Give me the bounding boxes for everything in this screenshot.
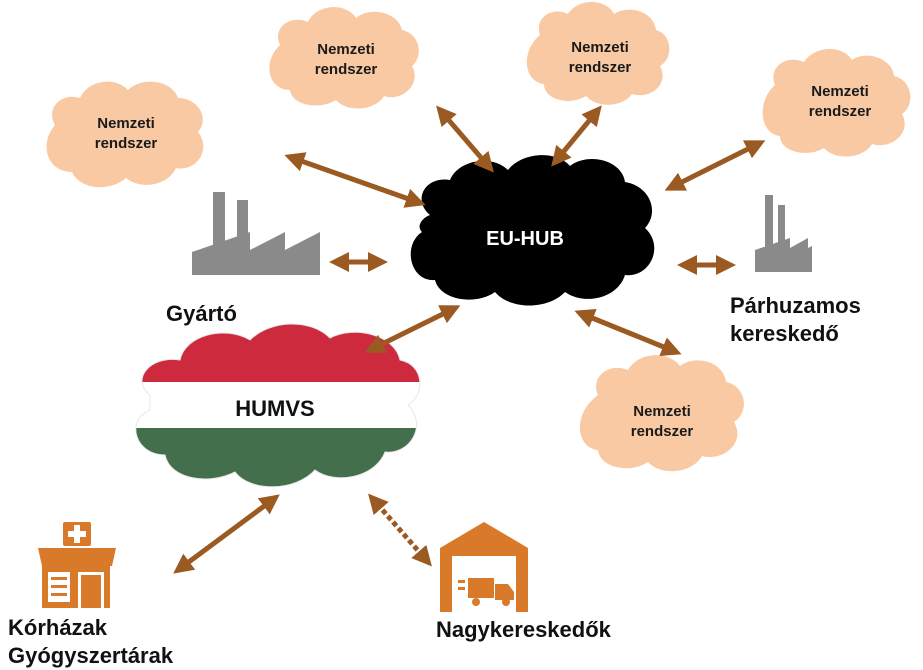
humvs-label: HUMVS (235, 396, 315, 421)
arrow-humvs-wholesalers (368, 493, 432, 567)
manufacturer-label: Gyártó (166, 301, 237, 326)
national-label-left-line2: rendszer (94, 135, 158, 152)
arrow-humvs-hub (364, 305, 461, 353)
warehouse-truck-icon (440, 522, 528, 612)
national-label-top-right-line1: Nemzeti (571, 39, 629, 56)
national-label-left-line1: Nemzeti (97, 115, 155, 132)
national-label-top-right-line2: rendszer (568, 59, 632, 76)
parallel-trader-label: Párhuzamos kereskedő (730, 292, 861, 348)
wholesalers-label: Nagykereskedők (436, 617, 611, 642)
national-label-bottom-right-line1: Nemzeti (633, 403, 691, 420)
pharmacy-icon (38, 522, 116, 608)
national-cloud-bottom-right (579, 355, 744, 472)
national-cloud-top-left (269, 7, 419, 109)
national-cloud-right (762, 48, 911, 157)
hospitals-label-line2: Gyógyszertárak (8, 643, 174, 668)
factory-icon (192, 192, 320, 275)
arrow-humvs-hospitals (173, 494, 280, 574)
arrow-national-right-hub (664, 140, 766, 191)
parallel-trader-label-line1: Párhuzamos (730, 293, 861, 318)
hospitals-label-line1: Kórházak (8, 615, 108, 640)
national-label-top-left-line2: rendszer (314, 61, 378, 78)
national-label-right: Nemzeti rendszer (784, 82, 896, 122)
national-label-left: Nemzeti rendszer (70, 114, 182, 154)
eu-hub-cloud (410, 155, 655, 306)
parallel-trader-label-line2: kereskedő (730, 321, 839, 346)
eu-hub-label: EU-HUB (486, 228, 564, 250)
national-label-right-line2: rendszer (808, 103, 872, 120)
arrows (173, 105, 766, 574)
hospitals-label: Kórházak Gyógyszertárak (8, 614, 173, 670)
national-cloud-top-right (526, 2, 670, 105)
arrow-national-bottomright-hub (574, 309, 682, 356)
national-label-bottom-right-line2: rendszer (630, 423, 694, 440)
national-label-top-left: Nemzeti rendszer (290, 40, 402, 80)
national-label-top-left-line1: Nemzeti (317, 41, 375, 58)
national-cloud-left (46, 81, 204, 188)
arrow-national-left-hub (284, 152, 426, 208)
national-label-top-right: Nemzeti rendszer (544, 38, 656, 78)
arrow-national-topright-hub (551, 105, 602, 167)
factory-small-icon (755, 195, 812, 272)
national-label-bottom-right: Nemzeti rendszer (606, 402, 718, 442)
national-label-right-line1: Nemzeti (811, 83, 869, 100)
arrow-national-topleft-hub (436, 105, 494, 173)
